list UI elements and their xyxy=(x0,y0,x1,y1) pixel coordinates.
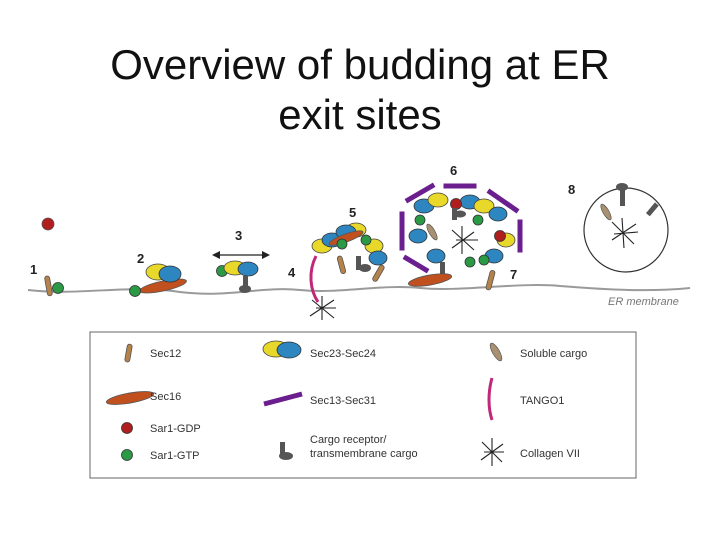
sar1-gtp-icon xyxy=(121,449,133,461)
sec12-step7 xyxy=(485,269,496,291)
legend-label-cargo-receptor-2: transmembrane cargo xyxy=(310,448,418,460)
sar1-gtp-step5-a xyxy=(336,238,348,250)
cargo-receptor-step3 xyxy=(243,276,248,292)
collagen-vii-step4 xyxy=(309,296,336,320)
title-line-2: exit sites xyxy=(278,91,442,138)
legend-box xyxy=(89,331,637,479)
sar1-gdp-icon xyxy=(121,422,133,434)
title-line-1: Overview of budding at ER xyxy=(110,41,610,88)
sar1-gtp-step6-b xyxy=(414,214,426,226)
soluble-cargo-step8 xyxy=(600,203,612,221)
sec12-icon xyxy=(124,343,133,363)
legend-label-tango1: TANGO1 xyxy=(520,395,564,407)
sec24-legend-part xyxy=(276,341,302,359)
cargo-receptor-head-step3 xyxy=(239,285,251,293)
sec24-step3 xyxy=(237,261,259,277)
sar1-gdp-free xyxy=(41,217,55,231)
legend-label-soluble-cargo: Soluble cargo xyxy=(520,348,587,360)
legend-sar1-gdp: Sar1-GDP xyxy=(121,422,201,435)
sar1-gtp-step6-c xyxy=(464,256,476,268)
step-1-label: 1 xyxy=(30,262,37,277)
cargo-receptor-head-step5 xyxy=(359,264,371,272)
sec12-step1 xyxy=(44,275,53,297)
legend-label-sec16: Sec16 xyxy=(150,391,181,403)
legend-label-collagen-vii: Collagen VII xyxy=(520,448,580,460)
sec24-step6-e xyxy=(426,248,446,264)
sec16-step7 xyxy=(407,273,453,287)
sar1-gtp-step6-d xyxy=(478,254,490,266)
sec13-sec31-icon xyxy=(263,391,303,407)
legend-sar1-gtp: Sar1-GTP xyxy=(121,449,200,462)
legend-label-sar1-gtp: Sar1-GTP xyxy=(150,450,200,462)
step-5-label: 5 xyxy=(349,205,356,220)
sec23-step6-a xyxy=(427,192,449,208)
sar1-gtp-step1 xyxy=(52,282,64,294)
step-4-label: 4 xyxy=(288,265,296,280)
er-membrane-label: ER membrane xyxy=(608,296,679,308)
soluble-cargo-icon xyxy=(489,342,503,362)
legend-soluble-cargo: Soluble cargo xyxy=(489,342,587,362)
cargo-receptor-step6-b xyxy=(440,262,445,274)
sar1-gtp-step5-b xyxy=(360,234,372,246)
collagen-vii-icon xyxy=(480,438,504,466)
sec16-icon xyxy=(105,391,155,405)
step-3-label: 3 xyxy=(235,228,242,243)
step3-arrowhead-left xyxy=(212,251,220,259)
step-2-label: 2 xyxy=(137,251,144,266)
legend-label-cargo-receptor: Cargo receptor/ xyxy=(310,434,387,446)
sec24-step2 xyxy=(158,265,182,283)
er-membrane-line xyxy=(27,284,691,295)
legend-sec13-sec31: Sec13-Sec31 xyxy=(263,391,376,407)
tango1-step4 xyxy=(309,255,320,303)
cargo-receptor-step8-b xyxy=(645,202,659,217)
released-vesicle xyxy=(583,187,669,273)
step-8-label: 8 xyxy=(568,182,575,197)
step-6-label: 6 xyxy=(450,163,457,178)
sar1-gdp-step6-b xyxy=(494,230,506,242)
legend-sec12: Sec12 xyxy=(124,343,181,363)
sar1-gtp-step6-a xyxy=(472,214,484,226)
legend-tango1: TANGO1 xyxy=(487,377,564,421)
cargo-receptor-head-step8-a xyxy=(616,183,628,191)
sec24-step6-d xyxy=(408,228,428,244)
sar1-gdp-step6 xyxy=(450,198,462,210)
soluble-cargo-step6 xyxy=(426,223,438,241)
cargo-receptor-step8-a xyxy=(620,190,625,206)
budding-diagram: ER membrane 1 2 3 4 5 6 7 8 xyxy=(27,163,691,479)
sec24-step5-c xyxy=(368,250,388,266)
collagen-vii-step6 xyxy=(451,226,478,254)
sec12-step5 xyxy=(336,255,347,275)
sec24-step6-c xyxy=(488,206,508,222)
step-7-label: 7 xyxy=(510,267,517,282)
cargo-receptor-icon xyxy=(280,442,285,458)
sec12-step5-b xyxy=(372,264,385,282)
cargo-receptor-step5 xyxy=(356,256,361,270)
legend-sec23-sec24: Sec23-Sec24 xyxy=(262,340,376,360)
tango1-icon xyxy=(487,377,494,421)
sec23-step6-b xyxy=(473,198,495,214)
legend-cargo-receptor: Cargo receptor/ transmembrane cargo xyxy=(279,434,418,460)
slide-title: Overview of budding at ER exit sites xyxy=(0,40,720,140)
cargo-receptor-head-step6-a xyxy=(454,210,466,218)
sec13-sec31-cage xyxy=(399,182,523,274)
cargo-receptor-icon-head xyxy=(279,452,293,460)
legend-sec16: Sec16 xyxy=(105,391,181,405)
collagen-vii-step8 xyxy=(611,217,639,249)
sar1-gtp-step2 xyxy=(129,285,141,297)
legend-label-sec12: Sec12 xyxy=(150,348,181,360)
legend-label-sar1-gdp: Sar1-GDP xyxy=(150,423,201,435)
legend-label-sec23-sec24: Sec23-Sec24 xyxy=(310,348,376,360)
step3-arrowhead-right xyxy=(262,251,270,259)
legend-label-sec13-sec31: Sec13-Sec31 xyxy=(310,395,376,407)
legend-collagen-vii: Collagen VII xyxy=(480,438,580,466)
